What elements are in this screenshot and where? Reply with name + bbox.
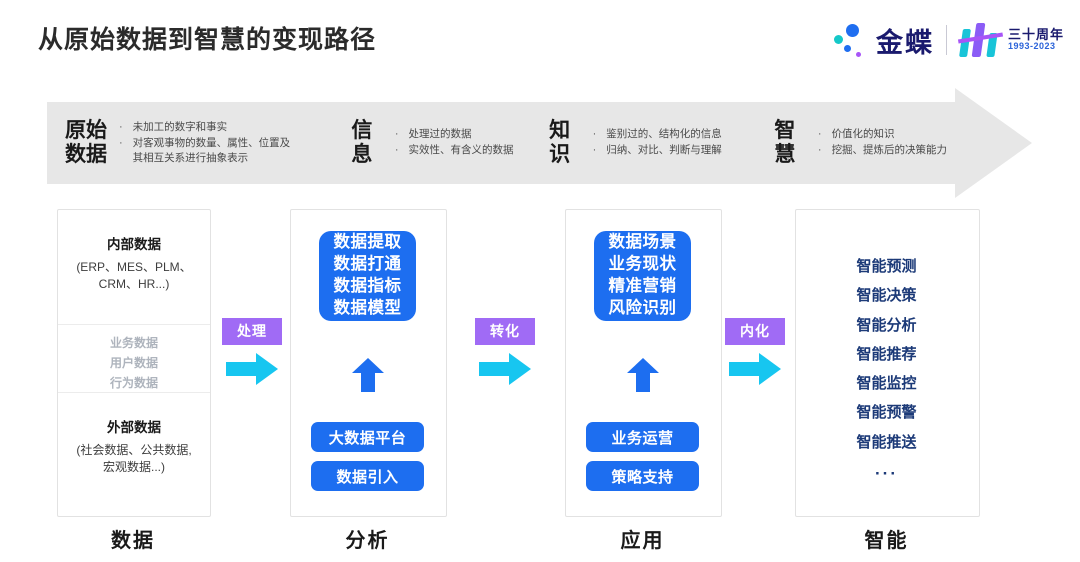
anniversary-text: 三十周年 1993-2023 xyxy=(1007,26,1064,52)
banner-stage-wisdom: 智 慧 · 价值化的知识 · 挖掘、提炼后的决策能力 xyxy=(762,102,955,184)
brand-divider xyxy=(945,25,947,55)
banner-bullet-text: 未加工的数字和事实 xyxy=(132,120,228,133)
list-ellipsis: ··· xyxy=(875,463,898,483)
banner-bullet: · 鉴别过的、结构化的信息 xyxy=(593,127,722,143)
list-item: 智能推送 xyxy=(856,433,917,451)
column-card-data: 内部数据 (ERP、MES、PLM、 CRM、HR...) 业务数据 用户数据 … xyxy=(57,209,211,517)
banner-stage-title: 知 识 xyxy=(549,119,571,166)
brand-name: 金蝶 xyxy=(875,27,934,58)
application-main-box[interactable]: 数据场景 业务现状 精准营销 风险识别 xyxy=(594,231,691,321)
banner-stage-knowledge: 知 识 · 鉴别过的、结构化的信息 · 归纳、对比、判断与理解 xyxy=(537,102,762,184)
internal-data-title: 内部数据 xyxy=(107,237,161,252)
banner-stage-title: 原始 数据 xyxy=(65,119,107,166)
bullet-dot-icon: · xyxy=(592,128,597,141)
banner-bullet: · 未加工的数字和事实 xyxy=(119,120,293,136)
internal-data-section: 内部数据 (ERP、MES、PLM、 CRM、HR...) xyxy=(58,210,210,325)
data-types-list: 业务数据 用户数据 行为数据 xyxy=(109,336,158,390)
anniversary-mark-icon xyxy=(957,23,1004,57)
banner-bullet-text: 实效性、有含义的数据 xyxy=(408,144,514,156)
external-data-title: 外部数据 xyxy=(107,420,161,435)
bullet-dot-icon: · xyxy=(119,136,123,149)
list-item: 智能监控 xyxy=(856,375,917,392)
up-arrow-icon-analysis xyxy=(351,358,385,392)
analysis-pill-bigdata-platform[interactable]: 大数据平台 xyxy=(311,422,424,452)
footer-label-analysis: 分析 xyxy=(345,530,390,552)
analysis-main-box-text: 数据提取 数据打通 数据指标 数据模型 xyxy=(333,233,402,317)
right-arrow-icon xyxy=(475,352,535,386)
brand-logo: 金蝶 三十周年 1993-2023 xyxy=(832,20,1064,60)
footer-label-intelligence: 智能 xyxy=(864,530,909,552)
banner-arrow-shape xyxy=(47,88,1032,198)
column-card-intelligence xyxy=(795,209,980,517)
bullet-dot-icon: · xyxy=(817,144,822,156)
bullet-dot-icon: · xyxy=(817,128,822,141)
kingdee-dots-icon xyxy=(832,21,872,59)
internal-data-subtitle: (ERP、MES、PLM、 CRM、HR...) xyxy=(76,260,192,292)
page-title: 从原始数据到智慧的变现路径 xyxy=(38,26,377,54)
footer-label-data: 数据 xyxy=(111,530,155,552)
right-arrow-icon xyxy=(725,352,785,386)
external-data-subtitle: (社会数据、公共数据, 宏观数据...) xyxy=(76,443,192,475)
footer-label-application: 应用 xyxy=(620,530,665,552)
external-data-section: 外部数据 (社会数据、公共数据, 宏观数据...) xyxy=(58,393,210,515)
connector-processing: 处理 xyxy=(222,318,282,386)
banner-bullet: · 归纳、对比、判断与理解 xyxy=(593,143,722,159)
application-pill-strategy-support[interactable]: 策略支持 xyxy=(586,461,699,491)
bullet-dot-icon: · xyxy=(394,128,399,141)
anniversary-years: 1993-2023 xyxy=(1007,41,1056,52)
banner-bullet-text: 对客观事物的数量、属性、位置及其相互关系进行抽象表示 xyxy=(132,136,291,164)
dikw-banner: 原始 数据 · 未加工的数字和事实 · 对客观事物的数量、属性、位置及其相互关系… xyxy=(47,88,1032,198)
list-item: 智能决策 xyxy=(856,287,917,305)
banner-stage-information: 信 息 · 处理过的数据 · 实效性、有含义的数据 xyxy=(339,102,537,184)
banner-bullet-text: 挖掘、提炼后的决策能力 xyxy=(831,144,948,156)
right-arrow-icon xyxy=(222,352,282,386)
list-item: 智能分析 xyxy=(856,316,917,334)
connector-internalization: 内化 xyxy=(725,318,785,386)
banner-bullet-text: 归纳、对比、判断与理解 xyxy=(606,144,722,156)
bullet-dot-icon: · xyxy=(119,120,123,133)
analysis-pill-data-ingestion[interactable]: 数据引入 xyxy=(311,461,424,491)
banner-bullet: · 处理过的数据 xyxy=(395,127,514,143)
banner-bullet: · 挖掘、提炼后的决策能力 xyxy=(818,143,947,159)
connector-label: 转化 xyxy=(475,318,535,345)
banner-stage-raw-data: 原始 数据 · 未加工的数字和事实 · 对客观事物的数量、属性、位置及其相互关系… xyxy=(47,102,339,184)
up-arrow-icon-application xyxy=(626,358,660,392)
bullet-dot-icon: · xyxy=(394,144,399,156)
application-main-box-text: 数据场景 业务现状 精准营销 风险识别 xyxy=(608,233,677,317)
banner-bullet-text: 鉴别过的、结构化的信息 xyxy=(606,128,722,141)
anniversary-title: 三十周年 xyxy=(1007,26,1064,42)
banner-bullet: · 实效性、有含义的数据 xyxy=(395,143,514,159)
banner-bullet: · 价值化的知识 xyxy=(818,127,947,143)
banner-bullet: · 对客观事物的数量、属性、位置及其相互关系进行抽象表示 xyxy=(119,136,293,166)
banner-bullet-text: 处理过的数据 xyxy=(408,128,472,141)
bullet-dot-icon: · xyxy=(592,144,597,156)
banner-stage-title: 信 息 xyxy=(351,119,373,166)
data-types-section: 业务数据 用户数据 行为数据 xyxy=(58,325,210,393)
banner-stage-title: 智 慧 xyxy=(774,119,796,166)
connector-label: 内化 xyxy=(725,318,785,345)
list-item: 智能预测 xyxy=(856,258,917,275)
connector-label: 处理 xyxy=(222,318,282,345)
intelligence-capability-list: 智能预测 智能决策 智能分析 智能推荐 智能监控 智能预警 智能推送 ··· xyxy=(795,252,978,490)
list-item: 智能推荐 xyxy=(856,345,917,363)
list-item: 智能预警 xyxy=(856,404,917,422)
application-pill-business-ops[interactable]: 业务运营 xyxy=(586,422,699,452)
banner-bullet-text: 价值化的知识 xyxy=(831,128,895,141)
connector-transformation: 转化 xyxy=(475,318,535,386)
analysis-main-box[interactable]: 数据提取 数据打通 数据指标 数据模型 xyxy=(319,231,416,321)
